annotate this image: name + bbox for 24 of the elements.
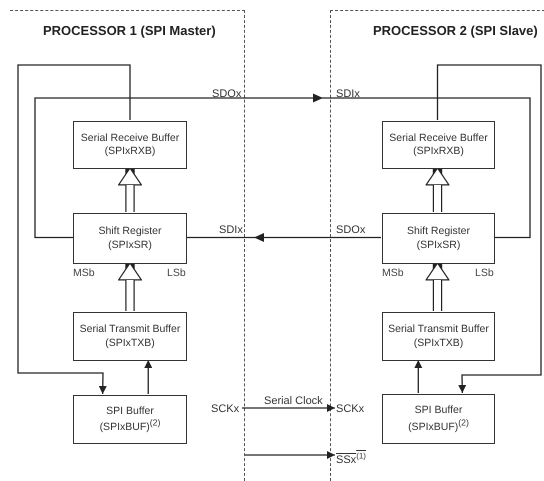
pin-label: SDOx bbox=[212, 87, 242, 102]
section-title: PROCESSOR 1 (SPI Master) bbox=[43, 23, 216, 38]
pin-label: SCKx bbox=[211, 401, 240, 417]
register-box: Serial Receive Buffer (SPIxRXB) bbox=[73, 121, 187, 169]
register-box: Shift Register (SPIxSR) bbox=[382, 213, 495, 264]
pin-label: SCKx bbox=[336, 401, 364, 417]
pin-label: SDIx bbox=[219, 223, 243, 238]
dashed-region bbox=[330, 10, 544, 481]
bit-label: LSb bbox=[475, 267, 494, 279]
bit-label: MSb bbox=[382, 267, 404, 279]
section-title: PROCESSOR 2 (SPI Slave) bbox=[373, 23, 538, 38]
edge-label: Serial Clock bbox=[263, 395, 324, 407]
register-box: Serial Transmit Buffer (SPIxTXB) bbox=[382, 312, 495, 361]
register-box: SPI Buffer (SPIxBUF)$^{(2)}$ bbox=[73, 395, 187, 444]
dashed-region bbox=[10, 10, 245, 481]
register-box: Serial Receive Buffer (SPIxRXB) bbox=[382, 121, 495, 169]
pin-label: SSx$^{(1)}$ bbox=[336, 448, 366, 468]
pin-label: SDOx bbox=[336, 223, 366, 238]
pin-label: SDIx bbox=[336, 87, 360, 102]
register-box: SPI Buffer (SPIxBUF)$^{(2)}$ bbox=[382, 394, 495, 444]
register-box: Shift Register (SPIxSR) bbox=[73, 213, 187, 264]
bit-label: MSb bbox=[73, 267, 95, 279]
bit-label: LSb bbox=[167, 267, 186, 279]
register-box: Serial Transmit Buffer (SPIxTXB) bbox=[73, 312, 187, 361]
